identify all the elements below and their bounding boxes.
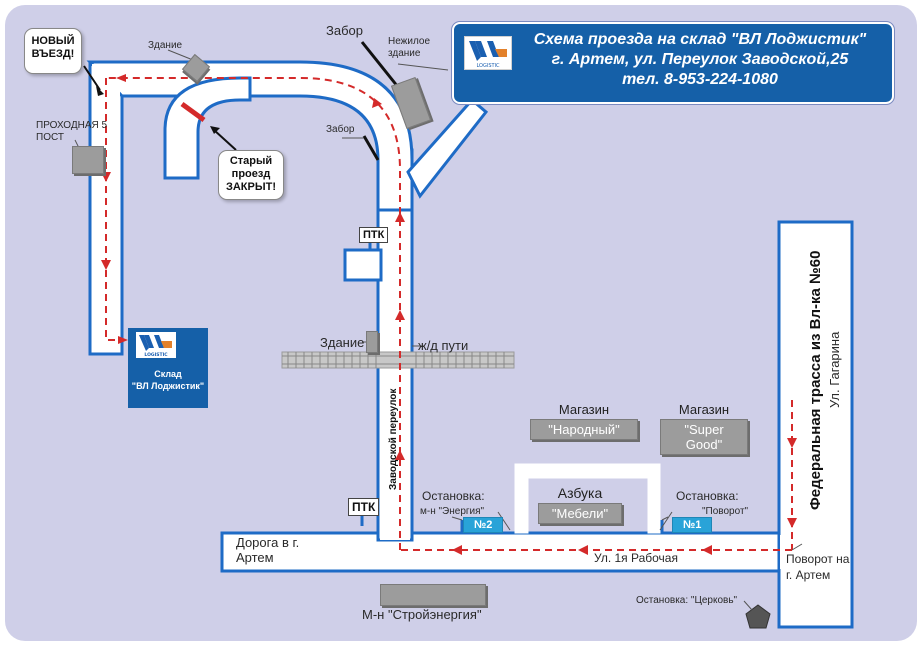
label-zavodskoy: Заводской переулок [388, 388, 399, 490]
store-supergood-name: "Super Good" [660, 419, 748, 455]
railway [281, 351, 515, 369]
store-supergood-title: Магазин [678, 402, 730, 417]
stop-povorot-title: Остановка: [676, 489, 739, 503]
label-building-top: Здание [148, 40, 183, 51]
stroy-building [380, 584, 486, 606]
store-supergood: Магазин "Super Good" [660, 402, 748, 455]
label-highway: Федеральная трасса из Вл-ка №60 [807, 250, 824, 510]
logo-icon: LOGISTIC [464, 36, 512, 70]
road-spur-ptk [343, 248, 383, 282]
road-diagonal-branch [406, 97, 489, 199]
checkpoint-building [72, 146, 104, 174]
stop-povorot-name: "Поворот" [702, 506, 749, 517]
label-nonres: Нежилое здание [388, 36, 431, 59]
label-stroy: М-н "Стройэнергия" [362, 607, 482, 622]
label-street1: Ул. 1я Рабочая [594, 551, 678, 565]
svg-text:LOGISTIC: LOGISTIC [144, 352, 168, 358]
title-line1: Схема проезда на склад "ВЛ Лоджистик" [533, 31, 867, 48]
stop-energy-title: Остановка: [422, 489, 485, 503]
label-building-rail: Здание [320, 335, 365, 350]
warehouse-line1: Склад [154, 369, 182, 379]
closure-bar [180, 101, 206, 123]
road-rabochaya [220, 531, 784, 573]
store-narodny-name: "Народный" [530, 419, 638, 440]
store-azbuka: Азбука "Мебели" [538, 485, 622, 524]
label-checkpoint: ПРОХОДНАЯ 5 ПОСТ [36, 120, 108, 143]
road-store-block [514, 463, 661, 534]
logo-text: LOGISTIC [476, 63, 500, 69]
new-entry-text: НОВЫЙ ВЪЕЗД! [31, 35, 75, 61]
ptk-top: ПТК [359, 227, 389, 243]
label-road-artem: Дорога в г. Артем [236, 535, 300, 565]
ptk-bottom: ПТК [348, 498, 380, 516]
fence-mid [362, 135, 380, 161]
title-box: LOGISTIC Схема проезда на склад "ВЛ Лодж… [452, 22, 894, 104]
old-entry-text: Старый проезд ЗАКРЫТ! [225, 155, 277, 194]
store-azbuka-title: Азбука [557, 485, 603, 501]
stop-energy-name: м-н "Энергия" [420, 506, 485, 517]
label-turn: Поворот на г. Артем [786, 552, 850, 582]
warehouse-line2: "ВЛ Лоджистик" [131, 381, 205, 391]
label-gagarina: Ул. Гагарина [827, 331, 842, 408]
title-line2: г. Артем, ул. Переулок Заводской,25 [551, 51, 849, 68]
badge-stop-2: №2 [463, 517, 504, 533]
road-zavodskoy [376, 148, 414, 542]
old-entry-callout: Старый проезд ЗАКРЫТ! [218, 150, 284, 200]
church-stop-icon [745, 604, 771, 629]
store-narodny: Магазин "Народный" [530, 402, 638, 440]
new-entry-callout: НОВЫЙ ВЪЕЗД! [24, 28, 82, 74]
warehouse: LOGISTIC Склад "ВЛ Лоджистик" [128, 328, 208, 408]
title-line3: тел. 8-953-224-1080 [622, 71, 778, 88]
label-rail: ж/д пути [418, 338, 469, 353]
warehouse-logo-icon: LOGISTIC [136, 332, 176, 358]
road-top-curve [86, 60, 414, 212]
label-fence-mid: Забор [326, 124, 355, 135]
label-church: Остановка: "Церковь" [636, 595, 738, 606]
label-fence-top: Забор [326, 23, 363, 38]
store-azbuka-name: "Мебели" [538, 503, 622, 524]
badge-stop-1: №1 [672, 517, 713, 533]
rail-building [366, 331, 378, 353]
store-narodny-title: Магазин [558, 402, 610, 417]
